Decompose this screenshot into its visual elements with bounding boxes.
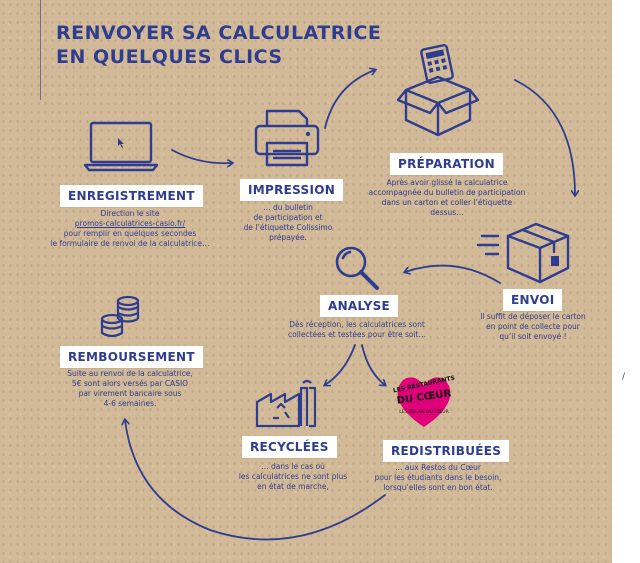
label-remboursement: REMBOURSEMENT xyxy=(60,346,203,368)
arrow-analyse-recyclees xyxy=(325,344,356,385)
label-envoi: ENVOI xyxy=(503,289,563,311)
desc-line: de l’étiquette Colissimo xyxy=(243,223,333,232)
desc-line: prépayée. xyxy=(269,233,307,242)
desc-line: accompagnée du bulletin de participation xyxy=(368,188,526,197)
desc-line: Dès réception, les calculatrices sont xyxy=(289,320,425,329)
desc-line: pour remplir en quelques secondes xyxy=(63,229,197,238)
desc-line: … dans le cas où xyxy=(261,462,325,471)
desc-line: Suite au renvoi de la calculatrice, xyxy=(67,369,193,378)
label-redistribuees: REDISTRIBUÉES xyxy=(383,440,510,462)
desc-line: 4-6 semaines. xyxy=(103,399,157,408)
title-line-1: RENVOYER SA CALCULATRICE xyxy=(56,22,382,44)
shipping-box-icon xyxy=(476,222,570,284)
desc-line: les calculatrices ne sont plus xyxy=(238,472,348,481)
infographic-poster: RENVOYER SA CALCULATRICE EN QUELQUES CLI… xyxy=(0,0,612,563)
desc-line: Direction le site xyxy=(100,209,160,218)
arrow-impression-preparation xyxy=(324,70,375,129)
page-margin xyxy=(612,0,640,563)
desc-line: … du bulletin xyxy=(263,203,313,212)
desc-line: de participation et xyxy=(253,213,323,222)
desc-recyclees: … dans le cas où les calculatrices ne so… xyxy=(228,462,358,492)
desc-line: en état de marche, xyxy=(257,482,329,491)
label-impression: IMPRESSION xyxy=(240,179,344,201)
label-preparation: PRÉPARATION xyxy=(390,153,504,175)
decorative-rule xyxy=(40,0,41,100)
desc-line: par virement bancaire sous xyxy=(78,389,182,398)
desc-line: en point de collecte pour xyxy=(486,322,580,331)
desc-line: … aux Restos du Cœur xyxy=(395,463,481,472)
desc-analyse: Dès réception, les calculatrices sont co… xyxy=(272,320,442,340)
label-analyse: ANALYSE xyxy=(320,295,399,317)
site-link[interactable]: promos-calculatrices-casio.fr/ xyxy=(74,219,186,228)
arrow-analyse-redistribuees xyxy=(361,344,385,385)
desc-remboursement: Suite au renvoi de la calculatrice, 5€ s… xyxy=(50,369,210,409)
desc-line: Il suffit de déposer le carton xyxy=(480,312,586,321)
desc-line: Après avoir glissé la calculatrice xyxy=(386,178,508,187)
desc-line: lorsqu’elles sont en bon état. xyxy=(383,483,493,492)
arrow-return-remboursement xyxy=(125,420,386,541)
logo-line-3: LES RELAIS DU CŒUR xyxy=(399,410,449,415)
desc-line: pour les étudiants dans le besoin, xyxy=(374,473,502,482)
label-enregistrement: ENREGISTREMENT xyxy=(60,185,203,207)
box-calculator-icon xyxy=(396,44,480,137)
margin-mark: / xyxy=(622,372,626,382)
arrow-preparation-envoi xyxy=(514,79,575,195)
desc-line: collectées et testées pour être soit… xyxy=(287,330,426,339)
arrow-envoi-analyse xyxy=(405,264,501,284)
factory-recycle-icon xyxy=(255,379,317,428)
coins-icon xyxy=(100,295,140,338)
desc-line: dans un carton et coller l’étiquette xyxy=(381,198,513,207)
restos-du-coeur-logo: LES RESTAURANTS DU CŒUR LES RELAIS DU CŒ… xyxy=(392,372,456,430)
desc-line: qu’il soit envoyé ! xyxy=(499,332,567,341)
desc-line: 5€ sont alors versés par CASIO xyxy=(71,379,189,388)
desc-redistribuees: … aux Restos du Cœur pour les étudiants … xyxy=(358,463,518,493)
label-recyclees: RECYCLÉES xyxy=(242,436,337,458)
desc-line: dessus… xyxy=(430,208,464,217)
printer-icon xyxy=(254,109,320,167)
flow-arrows xyxy=(0,0,612,541)
title-line-2: EN QUELQUES CLICS xyxy=(56,46,283,68)
magnifier-icon xyxy=(335,246,379,290)
desc-enregistrement: Direction le site promos-calculatrices-c… xyxy=(30,209,230,249)
desc-envoi: Il suffit de déposer le carton en point … xyxy=(468,312,598,342)
laptop-icon xyxy=(83,121,159,172)
desc-impression: … du bulletin de participation et de l’é… xyxy=(233,203,343,243)
desc-preparation: Après avoir glissé la calculatrice accom… xyxy=(358,178,536,218)
desc-line: le formulaire de renvoi de la calculatri… xyxy=(50,239,210,248)
arrow-enregistrement-impression xyxy=(171,149,232,163)
